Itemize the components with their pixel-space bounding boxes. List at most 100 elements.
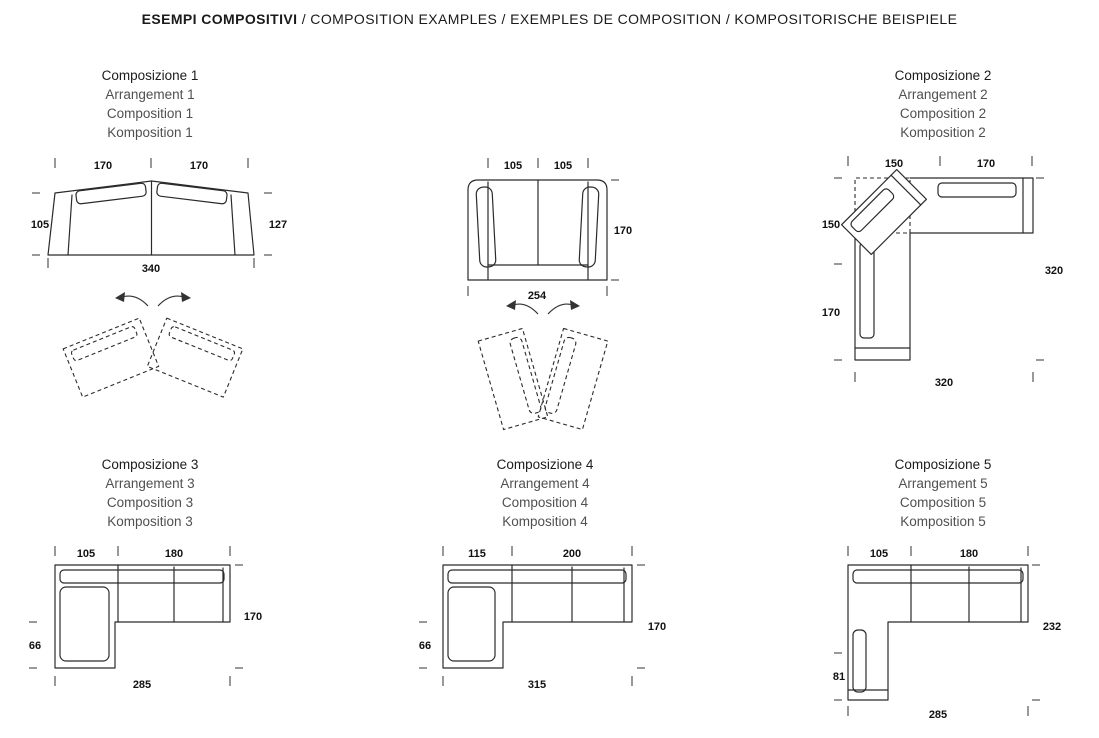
sofa-drawing [467,179,608,281]
composition-3-title-en: Arrangement 3 [105,476,195,491]
chaise-cushion [447,586,496,662]
sofa-outline [442,564,633,669]
dim-left2: 170 [822,307,840,319]
sofa-drawing [854,177,1034,361]
dim-right: 320 [1045,265,1063,277]
back-cushion [59,569,225,584]
dim-top2: 180 [960,548,978,560]
dim-top1: 105 [870,548,888,560]
module-left-dashed [477,327,549,431]
dimension-ticks [834,546,1040,716]
arm-cushion-left [475,186,497,268]
dim-bottom: 285 [929,709,947,721]
composition-1-title-en: Arrangement 1 [105,87,195,102]
dim-top1: 170 [94,160,112,172]
back-cushion [852,569,1024,584]
composition-1-variant-diagram: 105 105 170 254 [467,158,632,302]
back-cushion-top [937,182,1017,198]
back-cushion-left [75,182,147,205]
arm-cushion-right [578,186,600,268]
dim-bottom: 320 [935,377,953,389]
dim-top1: 105 [504,160,522,172]
composition-5-title-de: Komposition 5 [900,514,986,529]
dimension-ticks [29,546,243,686]
composition-2-title-it: Composizione 2 [894,68,992,83]
composition-2-title-fr: Composition 2 [899,106,987,121]
page-title-rest: / COMPOSITION EXAMPLES / EXEMPLES DE COM… [297,11,958,27]
angled-element [840,168,928,256]
rotate-arrow-right [157,295,185,307]
composition-4-diagram: 115 200 66 170 315 [419,546,666,691]
rotate-arrowhead-left [506,300,516,310]
page-title-bold: ESEMPI COMPOSITIVI [141,11,298,27]
dim-left: 81 [833,671,845,683]
angled-element-cushion [850,188,895,233]
rotate-arrowhead-right [570,300,580,310]
composition-3-titles: Composizione 3 Arrangement 3 Composition… [40,455,260,531]
composition-4-title-it: Composizione 4 [496,457,594,472]
composition-3-title-fr: Composition 3 [106,495,194,510]
return-cushion [852,629,867,693]
dim-top2: 200 [563,548,581,560]
composition-4-title-fr: Composition 4 [501,495,589,510]
back-cushion [447,569,627,584]
module-left-dashed [62,317,160,398]
composition-3-title-it: Composizione 3 [101,457,199,472]
composition-4-title-en: Arrangement 4 [500,476,590,491]
dim-left: 66 [29,640,41,652]
rotate-arrow-right [547,303,574,315]
rotate-arrow-left [121,295,149,307]
sofa-drawing [442,564,633,669]
composition-3-title-de: Komposition 3 [107,514,193,529]
sofa-drawing [54,564,231,669]
dim-top2: 170 [977,158,995,170]
rotation-sketch-1 [62,292,244,398]
dimension-ticks [419,546,645,686]
composition-5-title-fr: Composition 5 [899,495,987,510]
composition-3-diagram: 105 180 66 170 285 [29,546,262,691]
dim-bottom: 315 [528,679,546,691]
sofa-outline [467,179,608,281]
dim-top2: 180 [165,548,183,560]
dimension-ticks [834,156,1044,382]
dim-top2: 105 [554,160,572,172]
rotate-arrowhead-left [115,292,125,302]
composition-5-title-en: Arrangement 5 [898,476,988,491]
dim-right: 127 [269,219,287,231]
back-cushion-side [859,241,875,339]
section-vertical [854,232,911,361]
dim-bottom: 285 [133,679,151,691]
composition-1-title-de: Komposition 1 [107,125,193,140]
composition-4-title-de: Komposition 4 [502,514,588,529]
composition-5-diagram: 105 180 81 232 285 [833,546,1061,721]
dim-top1: 115 [468,548,486,560]
dim-right: 170 [614,225,632,237]
dim-left: 66 [419,640,431,652]
page-title: ESEMPI COMPOSITIVI / COMPOSITION EXAMPLE… [0,11,1099,27]
composition-1-diagram: 170 170 105 127 340 [31,158,287,275]
composition-2-title-en: Arrangement 2 [898,87,988,102]
dimension-ticks [467,158,619,296]
chaise-cushion [59,586,110,662]
dim-left1: 150 [822,219,840,231]
dim-right: 232 [1043,621,1061,633]
sofa-outline [847,564,1029,701]
composition-5-title-it: Composizione 5 [894,457,992,472]
dim-top1: 105 [77,548,95,560]
composition-1-title-it: Composizione 1 [101,68,199,83]
dimension-ticks [32,158,272,268]
dim-right: 170 [244,611,262,623]
sofa-outline [47,180,255,256]
sofa-drawing [47,180,255,256]
composition-4-titles: Composizione 4 Arrangement 4 Composition… [435,455,655,531]
dim-top1: 150 [885,158,903,170]
section-horizontal [909,177,1034,234]
module-right-dashed [537,327,609,431]
rotation-sketch-2 [477,300,609,431]
sofa-drawing [847,564,1029,701]
composition-2-diagram: 150 170 150 170 320 320 [822,156,1063,389]
composition-2-title-de: Komposition 2 [900,125,986,140]
dim-top2: 170 [190,160,208,172]
composition-2-titles: Composizione 2 Arrangement 2 Composition… [833,66,1053,142]
